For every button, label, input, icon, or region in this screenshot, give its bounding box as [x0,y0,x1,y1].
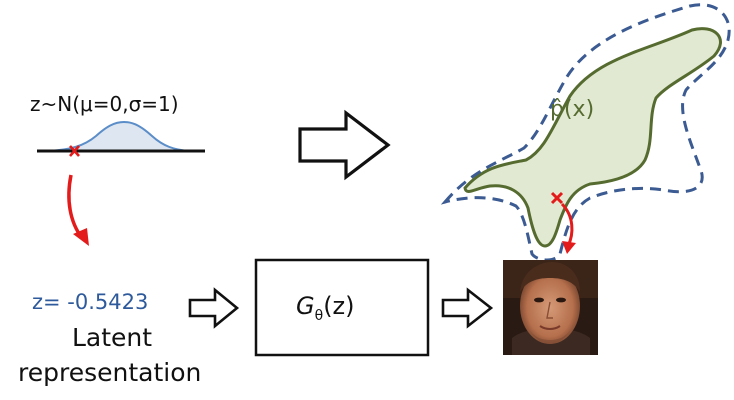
hollow-arrow-icon [441,287,494,329]
generator-symbol: G [296,292,315,320]
prior-distribution-label: z~N(μ=0,σ=1) [30,92,179,116]
density-blob [463,27,722,248]
true-distribution-outline [440,3,731,262]
red-arrow-icon [67,174,89,246]
gaussian-curve [47,120,191,152]
sample-x-icon [69,145,80,157]
density-label: p̂(x) [550,97,595,122]
generator-box [254,258,430,357]
hollow-arrow-icon [298,109,391,181]
red-arrow-icon [560,202,576,254]
sample-x-icon [550,191,564,205]
hollow-arrow-icon [188,287,240,329]
latent-caption-line1: Latent [72,323,153,352]
generator-argument: (z) [323,292,355,320]
face-photo [503,260,598,355]
generator-subscript: θ [314,307,324,324]
latent-caption-line2: representation [18,358,202,387]
latent-value: z= -0.5423 [32,290,149,314]
generator-label: Gθ(z) [296,292,355,324]
